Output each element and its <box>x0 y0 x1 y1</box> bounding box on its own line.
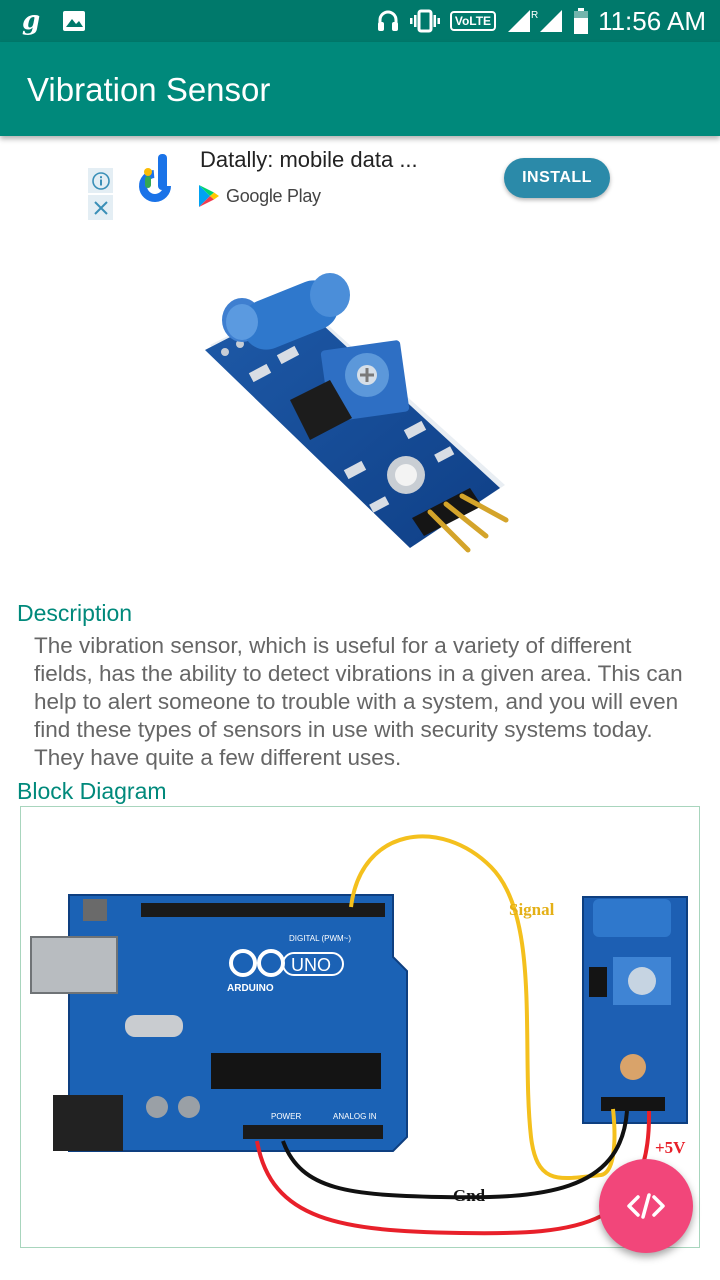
app-bar: Vibration Sensor <box>0 42 720 136</box>
gallery-icon <box>63 11 86 31</box>
block-diagram: UNO ARDUINO DIGITAL (PWM~) POWER ANALOG … <box>20 806 700 1248</box>
signal-wire <box>349 834 617 1180</box>
ad-banner[interactable]: Datally: mobile data ... Google Play INS… <box>88 138 634 222</box>
google-play-icon <box>199 185 219 207</box>
status-bar: g VoLTE R 11:56 AM <box>0 0 720 42</box>
description-heading: Description <box>17 600 133 626</box>
power-label: POWER <box>271 1112 301 1121</box>
install-button[interactable]: INSTALL <box>504 158 610 198</box>
ad-title[interactable]: Datally: mobile data ... <box>200 147 418 172</box>
signal-icon: R <box>508 10 563 32</box>
volte-badge: VoLTE <box>449 11 497 31</box>
block-diagram-heading: Block Diagram <box>17 778 167 804</box>
gnd-wire <box>281 1110 629 1200</box>
datally-app-icon[interactable] <box>134 150 184 206</box>
ad-close-icon[interactable] <box>88 195 113 220</box>
power-jack <box>53 1095 123 1151</box>
vibrate-icon <box>409 9 440 33</box>
google-play-badge: Google Play <box>198 184 321 208</box>
battery-icon <box>574 8 589 34</box>
signal-label: Signal <box>509 900 555 919</box>
digital-label: DIGITAL (PWM~) <box>289 934 351 943</box>
store-label: Google Play <box>226 185 321 206</box>
microcontroller-chip <box>211 1053 381 1089</box>
svg-text:R: R <box>531 10 538 21</box>
analog-label: ANALOG IN <box>333 1112 377 1121</box>
vibration-sensor-image <box>205 273 509 553</box>
uno-label: UNO <box>291 955 331 975</box>
vcc-label: +5V <box>655 1138 686 1157</box>
code-fab-button[interactable] <box>599 1159 693 1253</box>
clock: 11:56 AM <box>598 6 706 36</box>
ad-info-icon[interactable] <box>88 168 113 193</box>
code-icon <box>627 1193 665 1219</box>
g-app-icon: g <box>22 6 41 36</box>
headphones-icon <box>377 10 398 31</box>
description-text: The vibration sensor, which is useful fo… <box>34 633 683 770</box>
gnd-label: Gnd <box>453 1186 486 1205</box>
arduino-label: ARDUINO <box>227 983 274 994</box>
page-title: Vibration Sensor <box>27 71 271 108</box>
usb-connector <box>30 936 118 994</box>
